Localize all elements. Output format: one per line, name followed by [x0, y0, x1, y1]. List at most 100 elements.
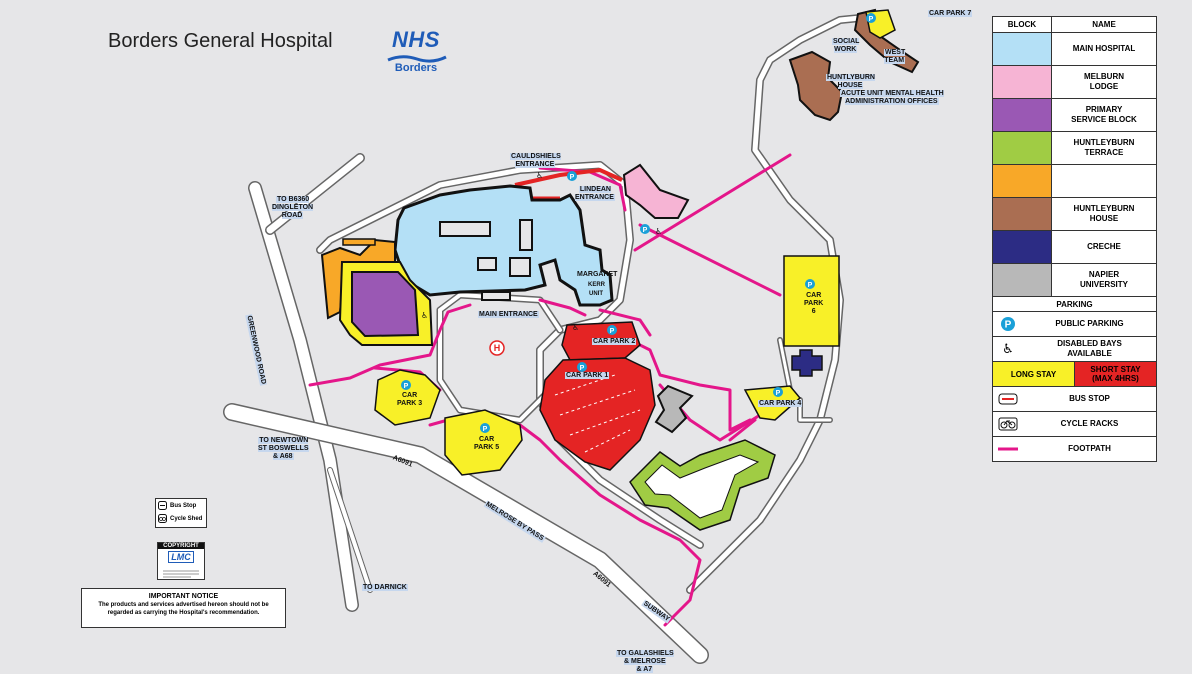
label-acute-unit: ACUTE UNIT MENTAL HEALTH ADMINISTRATION … — [840, 90, 944, 105]
parking-icon: P — [805, 279, 815, 289]
legend-row-bus-stop: BUS STOP — [993, 387, 1156, 412]
copyright-heading: COPYRIGHT — [158, 543, 204, 549]
label-car-park-1: CAR PARK 1 — [565, 372, 610, 379]
label-social-work: SOCIAL WORK — [832, 38, 860, 53]
parking-icon: P — [607, 325, 617, 335]
car-park-1-markings — [554, 374, 641, 453]
svg-text:P: P — [643, 227, 648, 234]
melburn-lodge-block — [622, 163, 690, 219]
label-huntlyburn-house: HUNTLYBURN HOUSE — [826, 74, 875, 89]
label-car-park-4: CAR PARK 4 — [758, 400, 803, 407]
legend-header: BLOCK NAME — [993, 17, 1156, 33]
label-to-newtown: TO NEWTOWN ST BOSWELLS & A68 — [258, 437, 309, 460]
svg-text:H: H — [494, 343, 501, 353]
svg-text:P: P — [404, 383, 409, 390]
label-car-park-3: CAR PARK 3 — [397, 392, 423, 407]
main-hospital-block — [393, 184, 614, 307]
wheelchair-icon: ♿ — [1002, 341, 1014, 357]
nhs-wave-icon — [387, 55, 447, 63]
parking-icon: P — [866, 13, 876, 23]
wheelchair-icon: ♿ — [421, 311, 428, 320]
lmc-logo: LMC — [168, 551, 194, 563]
bus-stop-icon — [998, 393, 1018, 405]
parking-icon: P — [567, 171, 577, 181]
main-hospital-courtyards — [439, 219, 533, 301]
mini-legend: Bus Stop Cycle Shed — [155, 498, 207, 528]
label-car-park-2: CAR PARK 2 — [592, 338, 637, 345]
legend-row-footpath: FOOTPATH — [993, 437, 1156, 461]
label-to-b6360: TO B6360 DINGLETON ROAD — [272, 196, 314, 219]
huntleyburn-terrace-courtyard — [644, 454, 760, 519]
orange-strip — [342, 238, 376, 246]
svg-text:P: P — [483, 426, 488, 433]
copyright-badge: COPYRIGHT LMC — [157, 542, 205, 580]
wheelchair-icon: ♿ — [536, 171, 543, 180]
car-park-3 — [374, 369, 441, 426]
legend-row-primary-service: PRIMARY SERVICE BLOCK — [993, 99, 1156, 132]
parking-icon: P — [480, 423, 490, 433]
wheelchair-icon: ♿ — [572, 323, 579, 332]
label-kerr: KERR — [588, 282, 606, 288]
parking-icon: P — [773, 387, 783, 397]
legend-col-block: BLOCK — [993, 17, 1052, 32]
footpath-icon — [998, 447, 1018, 451]
label-car-park-5: CAR PARK 5 — [474, 436, 500, 451]
label-car-park-6: CAR PARK 6 — [804, 292, 824, 315]
mini-legend-cycle-shed: Cycle Shed — [170, 515, 203, 522]
wheelchair-icon: ♿ — [655, 227, 662, 236]
legend-row-melburn-lodge: MELBURN LODGE — [993, 66, 1156, 99]
copyright-fineprint-icon — [163, 570, 199, 578]
napier-university-block — [654, 384, 694, 434]
map-legend: BLOCK NAME MAIN HOSPITAL MELBURN LODGE P… — [992, 16, 1157, 462]
legend-row-cycle-racks: CYCLE RACKS — [993, 412, 1156, 437]
mini-legend-bus-stop: Bus Stop — [170, 502, 197, 509]
label-to-darnick: TO DARNICK — [362, 584, 408, 591]
notice-title: IMPORTANT NOTICE — [148, 593, 219, 600]
notice-body: The products and services advertised her… — [98, 602, 269, 616]
svg-text:P: P — [776, 390, 781, 397]
bicycle-icon — [998, 417, 1018, 431]
svg-text:P: P — [610, 328, 615, 335]
primary-service-block — [351, 271, 420, 338]
legend-row-stay: LONG STAY SHORT STAY (MAX 4HRS) — [993, 362, 1156, 387]
label-main-entrance: MAIN ENTRANCE — [478, 311, 539, 318]
svg-text:P: P — [808, 282, 813, 289]
parking-icon: P — [401, 380, 411, 390]
legend-col-name: NAME — [1092, 20, 1116, 29]
parking-icon: P — [577, 362, 587, 372]
nhs-logo-sub: Borders — [394, 62, 438, 74]
disabled-markers: ♿ ♿ ♿ ♿ — [421, 171, 662, 332]
label-margaret-kerr: MARGARET — [577, 271, 618, 278]
page-title: Borders General Hospital — [108, 30, 333, 52]
roads — [223, 14, 864, 664]
bus-stop-icon — [158, 501, 167, 510]
bicycle-icon — [158, 514, 167, 523]
legend-row-huntleyburn-terrace: HUNTLEYBURN TERRACE — [993, 132, 1156, 165]
huntlyburn-house-block — [788, 50, 844, 122]
car-park-6 — [783, 255, 840, 347]
label-car-park-7: CAR PARK 7 — [928, 10, 973, 17]
label-to-galashiels: TO GALASHIELS & MELROSE & A7 — [616, 650, 674, 673]
nhs-logo-text: NHS — [392, 27, 440, 52]
car-park-1 — [539, 357, 656, 471]
label-west-team: WEST TEAM — [884, 49, 906, 64]
svg-text:P: P — [1005, 320, 1012, 331]
legend-row-napier: NAPIER UNIVERSITY — [993, 264, 1156, 297]
legend-row-creche: CRECHE — [993, 231, 1156, 264]
legend-row-orange — [993, 165, 1156, 198]
parking-markers: P P P P P P P P P — [401, 13, 876, 433]
nhs-borders-logo: NHS Borders — [385, 27, 447, 75]
svg-text:P: P — [580, 365, 585, 372]
svg-text:P: P — [869, 16, 874, 23]
legend-parking-header: PARKING — [993, 297, 1156, 312]
label-unit: UNIT — [589, 291, 603, 297]
legend-long-stay: LONG STAY — [993, 362, 1075, 386]
svg-text:P: P — [570, 174, 575, 181]
legend-row-disabled-bays: ♿ DISABLED BAYS AVAILABLE — [993, 337, 1156, 362]
creche-block — [791, 349, 823, 377]
legend-row-main-hospital: MAIN HOSPITAL — [993, 33, 1156, 66]
legend-row-public-parking: P PUBLIC PARKING — [993, 312, 1156, 337]
label-cauldshiels-entrance: CAULDSHIELS ENTRANCE — [510, 153, 561, 168]
legend-row-huntleyburn-house: HUNTLEYBURN HOUSE — [993, 198, 1156, 231]
